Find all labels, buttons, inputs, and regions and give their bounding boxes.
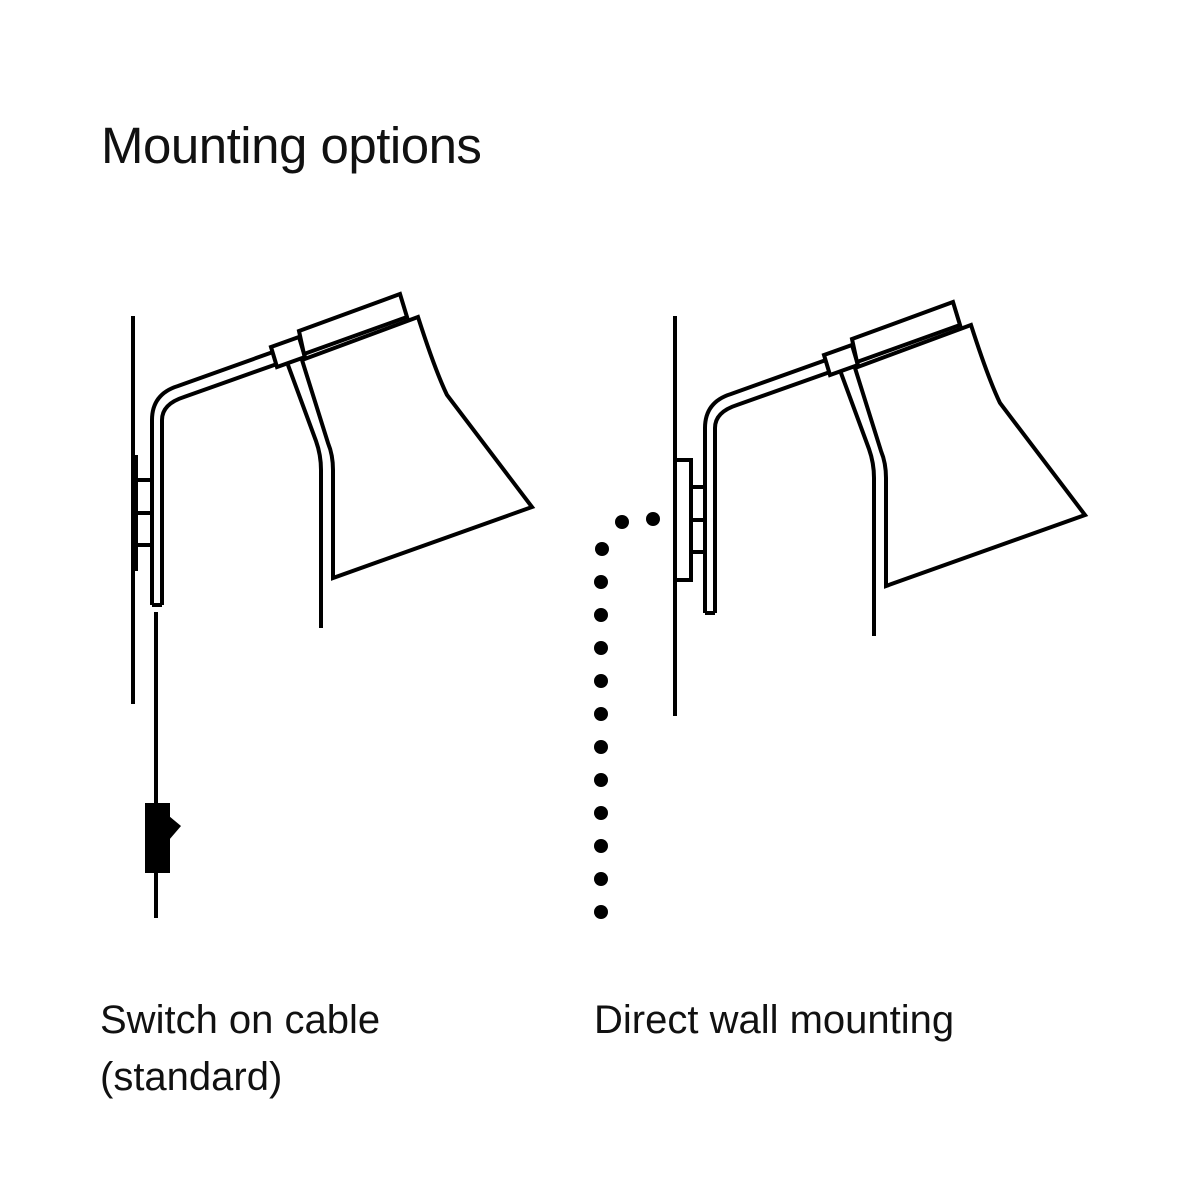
lamp-with-cable-switch-illustration [131,292,534,918]
lamp-icon [150,292,534,630]
hidden-cable-dotted-line [594,512,660,919]
lamp-direct-mount-illustration [594,300,1087,919]
cable-switch-icon [145,803,181,873]
caption-line: Direct wall mounting [594,998,955,1042]
caption-switch-on-cable: Switch on cable (standard) [100,992,380,1106]
lamp-icon [703,300,1087,638]
mounting-plate [133,455,138,571]
mounting-plate [673,458,693,582]
caption-line: Switch on cable [100,998,381,1042]
plate-connectors [690,485,705,554]
page-title: Mounting options [101,117,482,174]
caption-direct-wall-mounting: Direct wall mounting [594,992,954,1049]
caption-line: (standard) [100,1055,283,1099]
